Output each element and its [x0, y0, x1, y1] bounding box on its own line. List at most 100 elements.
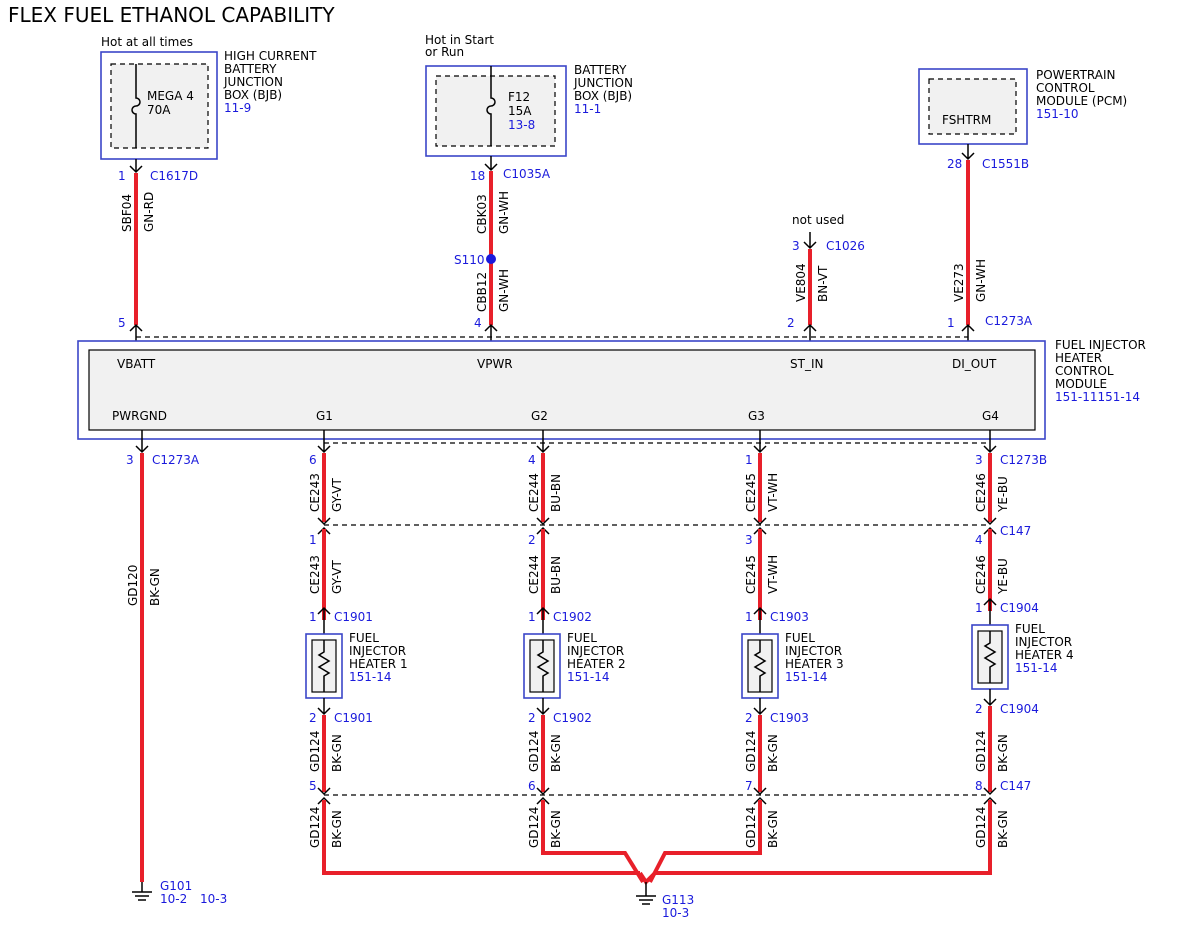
g4-low-pin: 8 [975, 779, 983, 793]
module-pin-vbatt: VBATT [117, 357, 156, 371]
heater-2-element-icon [536, 640, 550, 692]
g2-mid-pin: 2 [528, 533, 536, 547]
g4-heater-in-arrow [983, 597, 997, 625]
g3-heater-pin-1: 1 [745, 610, 753, 624]
g1-heater-pin-2: 2 [309, 711, 317, 725]
g3-ground-color-upper: BK-GN [766, 734, 780, 772]
heater-ground-network: G113 10-3 [322, 800, 992, 920]
heater-4-ref: 151-14 [1015, 661, 1058, 675]
g1-ground-circuit-lower: GD124 [308, 807, 322, 848]
g4-ground-circuit-lower: GD124 [974, 807, 988, 848]
ve273-color: GN-WH [974, 259, 988, 302]
g2-ground-circuit-lower: GD124 [527, 807, 541, 848]
battery-junction-box: Hot in Start or Run F12 15A 13-8 BATTERY… [425, 33, 633, 325]
g113-label: G113 [662, 893, 694, 907]
heater-3-label-1: FUEL [785, 631, 815, 645]
module-label-2: HEATER [1055, 351, 1102, 365]
g4-ground-circuit-upper: GD124 [974, 731, 988, 772]
g3-top-pin: 1 [745, 453, 753, 467]
sbf04-color: GN-RD [142, 192, 156, 232]
g4-top-connector: C1273B [1000, 453, 1047, 467]
mega4-fuse-amp: 70A [147, 103, 171, 117]
high-bjb-pin: 1 [118, 169, 126, 183]
heater-1-label-2: INJECTOR [349, 644, 406, 658]
pcm-ref: 151-10 [1036, 107, 1079, 121]
heater-4-element-icon [983, 631, 997, 683]
splice-dot [486, 254, 496, 264]
g2-heater-pin-1: 1 [528, 610, 536, 624]
f12-fuse-ref: 13-8 [508, 118, 535, 132]
g1-ground-circuit-upper: GD124 [308, 731, 322, 772]
module-pin-g2: G2 [531, 409, 548, 423]
bjb-ref: 11-1 [574, 102, 601, 116]
g2-ground-circuit-upper: GD124 [527, 731, 541, 772]
high-bjb-label-1: HIGH CURRENT [224, 49, 317, 63]
g1-heater-out-arrow [317, 698, 331, 716]
g2-c147-lower-connector-icon [536, 787, 550, 805]
st-in-circuit: not used 3 C1026 VE804 BN-VT [792, 213, 865, 325]
g2-ground-color-lower: BK-GN [549, 810, 563, 848]
not-used-note: not used [792, 213, 844, 227]
g3-upper-color: VT-WH [766, 473, 780, 512]
g4-c147-lower-connector-icon [983, 787, 997, 805]
g1-mid-pin: 1 [309, 533, 317, 547]
g2-module-arrow [536, 430, 550, 454]
cbb12-circuit: CBB12 [475, 272, 489, 312]
g2-heater-pin-2: 2 [528, 711, 536, 725]
fuel-injector-heater-2-body [529, 639, 555, 693]
g3-ground-circuit-lower: GD124 [744, 807, 758, 848]
heater-1-label-3: HEATER 1 [349, 657, 408, 671]
module-top-pin-vbatt: 5 [118, 316, 126, 330]
f12-fuse-name: F12 [508, 90, 530, 104]
pwrgnd-connector: C1273A [152, 453, 200, 467]
bjb-note-2: or Run [425, 45, 464, 59]
g4-middle-circuit: CE246 [974, 555, 988, 594]
module-pin-g1: G1 [316, 409, 333, 423]
g1-upper-color: GY-VT [330, 478, 344, 512]
splice-label: S110 [454, 253, 485, 267]
g3-heater-out-arrow [753, 698, 767, 716]
g101-ref-2: 10-3 [200, 892, 227, 906]
g4-low-connector: C147 [1000, 779, 1031, 793]
g3-low-pin: 7 [745, 779, 753, 793]
g4-heater-out-arrow [983, 689, 997, 707]
g2-upper-color: BU-BN [549, 474, 563, 512]
heater-1-label-1: FUEL [349, 631, 379, 645]
high-current-bjb: Hot at all times MEGA 4 70A HIGH CURRENT… [100, 35, 317, 325]
g4-c147-connector-icon [983, 517, 997, 535]
heater-1-element-icon [317, 640, 331, 692]
module-ref: 151-11151-14 [1055, 390, 1140, 404]
g3-heater-connector-2: C1903 [770, 711, 809, 725]
g3-heater-pin-2: 2 [745, 711, 753, 725]
bjb-label-3: BOX (BJB) [574, 89, 632, 103]
pcm-connector: C1551B [982, 157, 1029, 171]
heater-3-element-icon [753, 640, 767, 692]
g2-heater-connector-1: C1902 [553, 610, 592, 624]
bjb-connector: C1035A [503, 167, 551, 181]
sbf04-circuit: SBF04 [120, 194, 134, 232]
module-pin-g3: G3 [748, 409, 765, 423]
g3-middle-circuit: CE245 [744, 555, 758, 594]
pcm-label-2: CONTROL [1036, 81, 1095, 95]
g2-middle-circuit: CE244 [527, 555, 541, 594]
g1-module-arrow [317, 430, 331, 454]
heater-1-ref: 151-14 [349, 670, 392, 684]
g2-heater-out-arrow [536, 698, 550, 716]
high-bjb-label-3: JUNCTION [223, 75, 283, 89]
powertrain-control-module: FSHTRM POWERTRAIN CONTROL MODULE (PCM) 1… [918, 68, 1127, 325]
bjb-label-1: BATTERY [574, 63, 627, 77]
cbk03-circuit: CBK03 [475, 194, 489, 234]
g4-heater-connector-1: C1904 [1000, 601, 1039, 615]
bjb-label-2: JUNCTION [573, 76, 633, 90]
diagram-title: FLEX FUEL ETHANOL CAPABILITY [8, 3, 335, 27]
gd120-circuit: GD120 [126, 565, 140, 606]
module-pin-pwrgnd: PWRGND [112, 409, 167, 423]
g3-module-arrow [753, 430, 767, 454]
g2-top-pin: 4 [528, 453, 536, 467]
g3-upper-circuit: CE245 [744, 473, 758, 512]
heater-2-label-1: FUEL [567, 631, 597, 645]
module-pin-st-in: ST_IN [790, 357, 823, 371]
g4-heater-pin-1: 1 [975, 601, 983, 615]
heater-4-label-2: INJECTOR [1015, 635, 1072, 649]
mega4-fuse-name: MEGA 4 [147, 89, 194, 103]
